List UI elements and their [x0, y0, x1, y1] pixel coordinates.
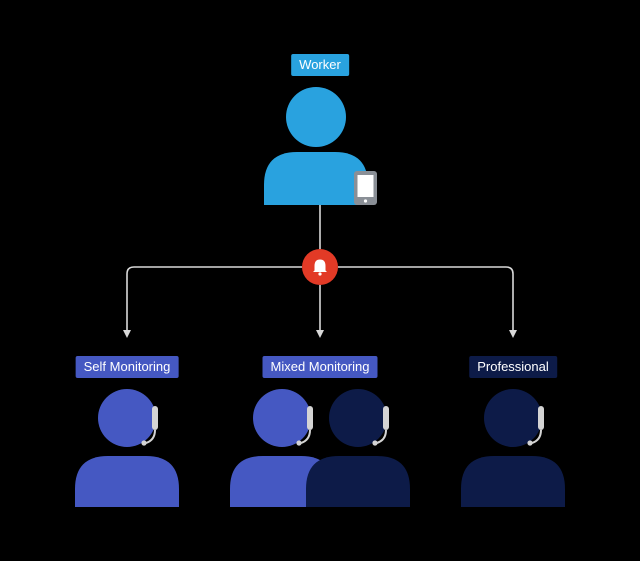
- self-monitoring-operator-icon: [75, 389, 179, 507]
- worker-head: [286, 87, 346, 147]
- headset-icon: [307, 406, 313, 430]
- alert-bell-icon: [302, 249, 338, 285]
- professional-operator-icon: [461, 389, 565, 507]
- smartphone-icon: [354, 171, 377, 205]
- headset-icon: [538, 406, 544, 430]
- headset-icon: [152, 406, 158, 430]
- self-monitoring-label: Self Monitoring: [75, 356, 179, 378]
- connectors: [123, 205, 517, 338]
- mixed-monitoring-label: Mixed Monitoring: [262, 356, 378, 378]
- worker-label: Worker: [291, 54, 349, 76]
- branch-right-connector: [338, 266, 517, 338]
- branch-left-connector: [123, 266, 302, 338]
- mixed-monitoring-professional-operator-icon: [306, 389, 410, 507]
- professional-label: Professional: [469, 356, 557, 378]
- worker-body: [264, 152, 368, 205]
- headset-icon: [383, 406, 389, 430]
- worker-person-icon: [264, 87, 368, 205]
